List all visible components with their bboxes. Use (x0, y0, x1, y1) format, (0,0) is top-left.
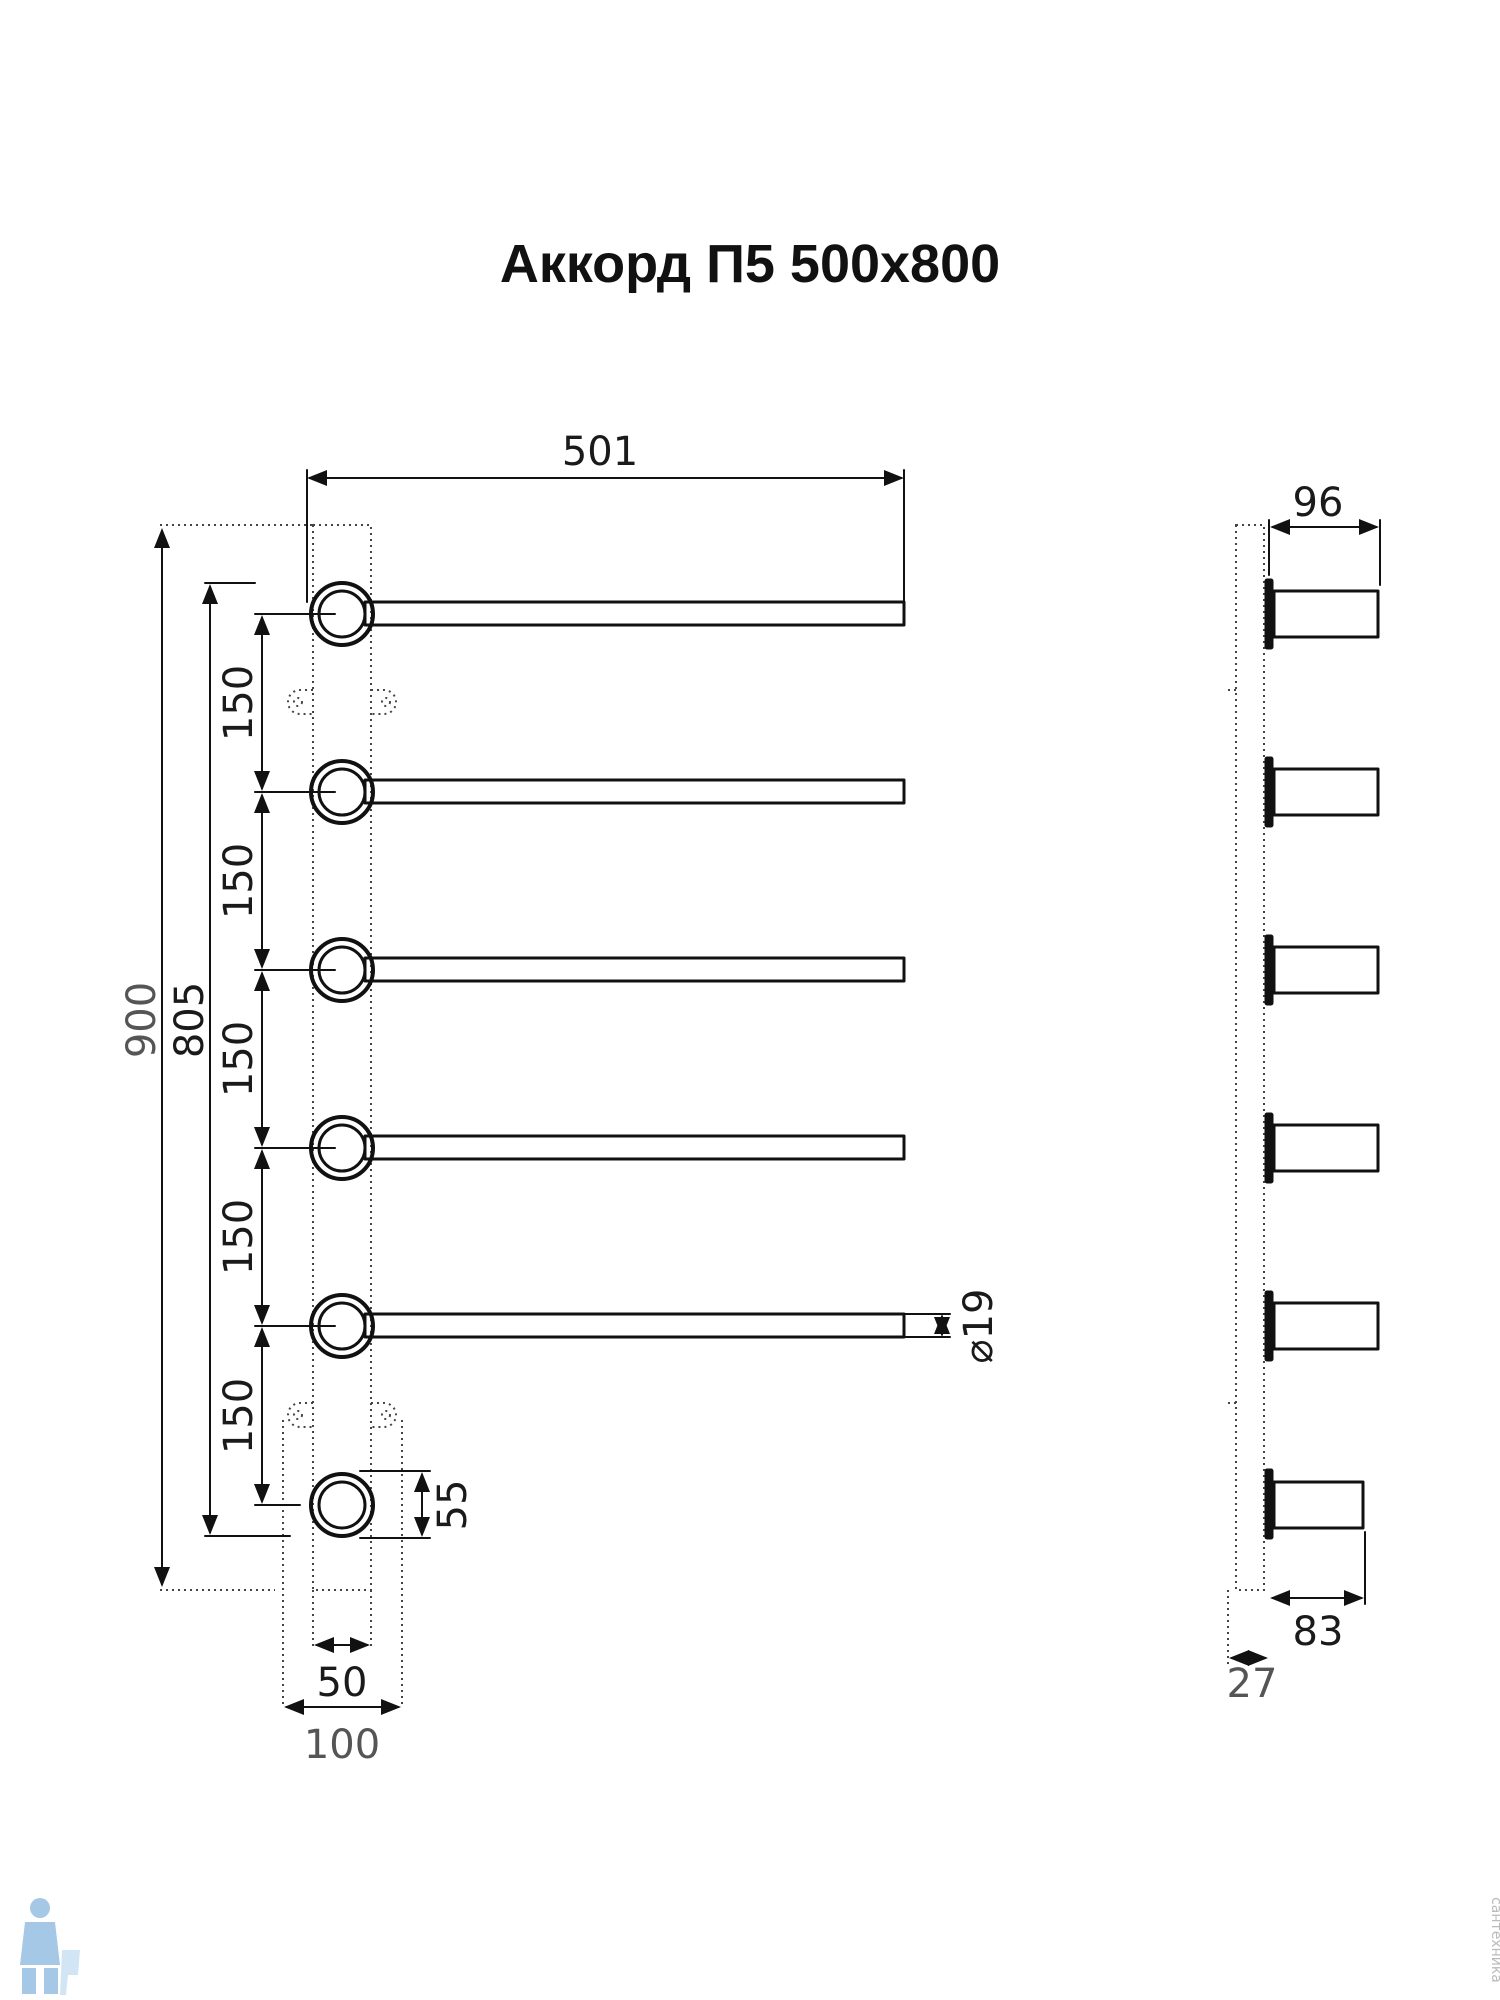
plumber-logo (20, 1898, 80, 1995)
dim-side-bar-depth: 83 (1293, 1609, 1344, 1655)
dim-spacing-4: 150 (216, 1199, 262, 1275)
dim-wall-offset: 27 (1227, 1661, 1278, 1707)
side-view: 96 83 27 (1227, 480, 1381, 1707)
bar-5 (309, 1293, 906, 1359)
dim-spacing-3: 150 (216, 1021, 262, 1097)
bar-4 (309, 1115, 906, 1181)
dim-height-bars: 805 (167, 982, 213, 1058)
dim-bar-diameter: ⌀19 (956, 1289, 1002, 1364)
side-bar-2 (1264, 756, 1380, 828)
side-bar-4 (1264, 1112, 1380, 1184)
page-title: Аккорд П5 500х800 (500, 234, 1000, 294)
mount-bracket-top (287, 689, 397, 715)
dim-spacing-1: 150 (216, 665, 262, 741)
vertical-watermark: сантехника (1488, 1897, 1500, 1983)
bar-spacing-dims (254, 613, 336, 1506)
collar-bottom (309, 1472, 375, 1538)
bar-3 (309, 937, 906, 1003)
mount-bracket-bottom (287, 1402, 397, 1428)
side-bar-6 (1264, 1468, 1365, 1540)
mount-plate-outline (312, 524, 372, 1591)
dim-mount-outer-width: 100 (304, 1722, 380, 1768)
side-bar-5 (1264, 1290, 1380, 1362)
dim-width-total: 501 (562, 429, 638, 475)
side-bar-3 (1264, 934, 1380, 1006)
dim-spacing-5: 150 (216, 1378, 262, 1454)
bar-2 (309, 759, 906, 825)
side-wall-outline (1235, 524, 1265, 1591)
front-view: 501 900 805 150 150 150 150 150 (119, 429, 1002, 1768)
side-bar-1 (1264, 578, 1380, 650)
dim-height-total: 900 (119, 982, 165, 1058)
dim-side-depth: 96 (1293, 480, 1344, 526)
dim-collar-diameter: 55 (430, 1480, 476, 1531)
bar-1 (309, 581, 906, 647)
dim-mount-width: 50 (317, 1660, 368, 1706)
dim-spacing-2: 150 (216, 843, 262, 919)
